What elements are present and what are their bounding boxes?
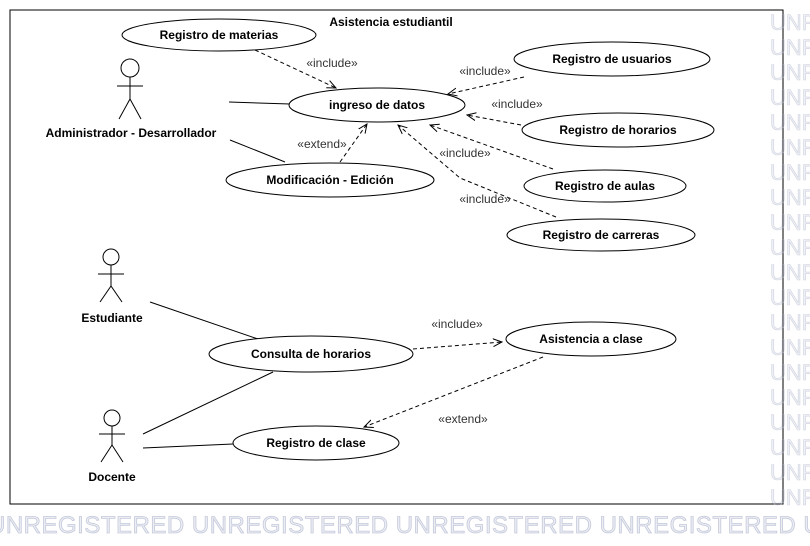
watermark-text: UNREGISTERED bbox=[770, 185, 810, 211]
actor-head-icon bbox=[102, 248, 120, 266]
system-boundary bbox=[9, 9, 784, 505]
usecase-registro-materias[interactable] bbox=[121, 18, 317, 52]
watermark-text: UNREGISTERED bbox=[770, 385, 810, 411]
extend-modificacion-ingreso bbox=[339, 124, 367, 163]
watermark-text: UNREGISTERED bbox=[770, 35, 810, 61]
label-include-carreras: «include» bbox=[459, 192, 511, 206]
actor-head-icon bbox=[103, 409, 121, 427]
include-aulas-ingreso bbox=[430, 125, 554, 170]
label-include-usuarios: «include» bbox=[459, 64, 511, 78]
watermark-text: UNREGISTERED bbox=[770, 460, 810, 486]
usecase-registro-horarios[interactable] bbox=[521, 112, 715, 148]
usecase-label-consulta-horarios: Consulta de horarios bbox=[251, 347, 371, 361]
watermark-text: UNREGISTERED bbox=[770, 285, 810, 311]
usecase-label-registro-materias: Registro de materias bbox=[160, 28, 279, 42]
label-include-horarios: «include» bbox=[491, 97, 543, 111]
diagram-title: Asistencia estudiantil bbox=[329, 15, 452, 29]
watermark-text: UNREGISTERED bbox=[770, 60, 810, 86]
watermark-text: UNREGISTERED bbox=[770, 260, 810, 286]
usecase-modificacion-edicion[interactable] bbox=[225, 162, 435, 198]
watermark-text: UNREGISTERED bbox=[770, 110, 810, 136]
include-horarios-ingreso bbox=[467, 115, 522, 126]
watermark-text: UNREGISTERED bbox=[770, 435, 810, 461]
label-include-asistencia: «include» bbox=[431, 317, 483, 331]
usecase-registro-clase[interactable] bbox=[232, 425, 400, 461]
usecase-label-asistencia-clase: Asistencia a clase bbox=[539, 332, 643, 346]
watermark-text: UNREGISTERED bbox=[770, 210, 810, 236]
usecase-registro-carreras[interactable] bbox=[506, 218, 696, 252]
watermark-right-column: UNREGISTEREDUNREGISTEREDUNREGISTEREDUNRE… bbox=[770, 10, 810, 510]
watermark-text: UNREGISTERED bbox=[770, 410, 810, 436]
watermark-text: UNREGISTERED bbox=[770, 135, 810, 161]
usecase-label-ingreso-datos: ingreso de datos bbox=[329, 98, 425, 112]
actor-label-admin: Administrador - Desarrollador bbox=[46, 126, 217, 140]
actor-label-estudiante: Estudiante bbox=[81, 311, 143, 325]
label-extend-registro-clase: «extend» bbox=[438, 412, 488, 426]
watermark-text: UNREGISTERED bbox=[770, 10, 810, 35]
watermark-text: UNREGISTERED bbox=[770, 235, 810, 261]
association-docente-registro-clase bbox=[142, 443, 234, 449]
watermark-text: UNREGISTERED bbox=[770, 335, 810, 361]
usecase-registro-usuarios[interactable] bbox=[513, 41, 711, 77]
watermark-text: UNREGISTERED bbox=[770, 360, 810, 386]
watermark-bottom-row: UNREGISTERED UNREGISTERED UNREGISTERED U… bbox=[0, 512, 810, 540]
include-materias-ingreso bbox=[254, 49, 336, 88]
actor-head-icon bbox=[120, 58, 140, 78]
actor-label-docente: Docente bbox=[88, 470, 136, 484]
usecase-asistencia-clase[interactable] bbox=[505, 321, 677, 357]
include-usuarios-ingreso bbox=[448, 76, 525, 94]
include-carreras-ingreso bbox=[398, 125, 557, 218]
watermark-text: UNREGISTERED bbox=[770, 85, 810, 111]
association-estudiante-consulta bbox=[149, 301, 259, 340]
usecase-label-registro-usuarios: Registro de usuarios bbox=[552, 52, 672, 66]
watermark-text: UNREGISTERED bbox=[770, 310, 810, 336]
usecase-label-registro-clase: Registro de clase bbox=[266, 436, 366, 450]
label-include-aulas: «include» bbox=[439, 146, 491, 160]
watermark-text: UNREGISTERED bbox=[770, 485, 810, 510]
actor-docente[interactable] bbox=[99, 409, 125, 463]
usecase-ingreso-datos[interactable] bbox=[288, 87, 466, 123]
include-consulta-asistencia bbox=[412, 342, 502, 350]
association-docente-consulta bbox=[142, 371, 274, 435]
association-admin-modificacion bbox=[229, 139, 286, 163]
watermark-text: UNREGISTERED bbox=[770, 160, 810, 186]
usecase-registro-aulas[interactable] bbox=[523, 169, 687, 203]
association-admin-ingreso bbox=[228, 101, 291, 105]
actor-admin[interactable] bbox=[117, 58, 143, 120]
actor-estudiante[interactable] bbox=[98, 248, 124, 303]
usecase-label-registro-carreras: Registro de carreras bbox=[543, 228, 660, 242]
label-extend-modificacion: «extend» bbox=[297, 137, 347, 151]
usecase-label-registro-aulas: Registro de aulas bbox=[555, 179, 655, 193]
usecase-label-modificacion: Modificación - Edición bbox=[266, 173, 393, 187]
usecase-label-registro-horarios: Registro de horarios bbox=[559, 123, 677, 137]
label-include-materias: «include» bbox=[306, 56, 358, 70]
usecase-consulta-horarios[interactable] bbox=[208, 335, 414, 373]
